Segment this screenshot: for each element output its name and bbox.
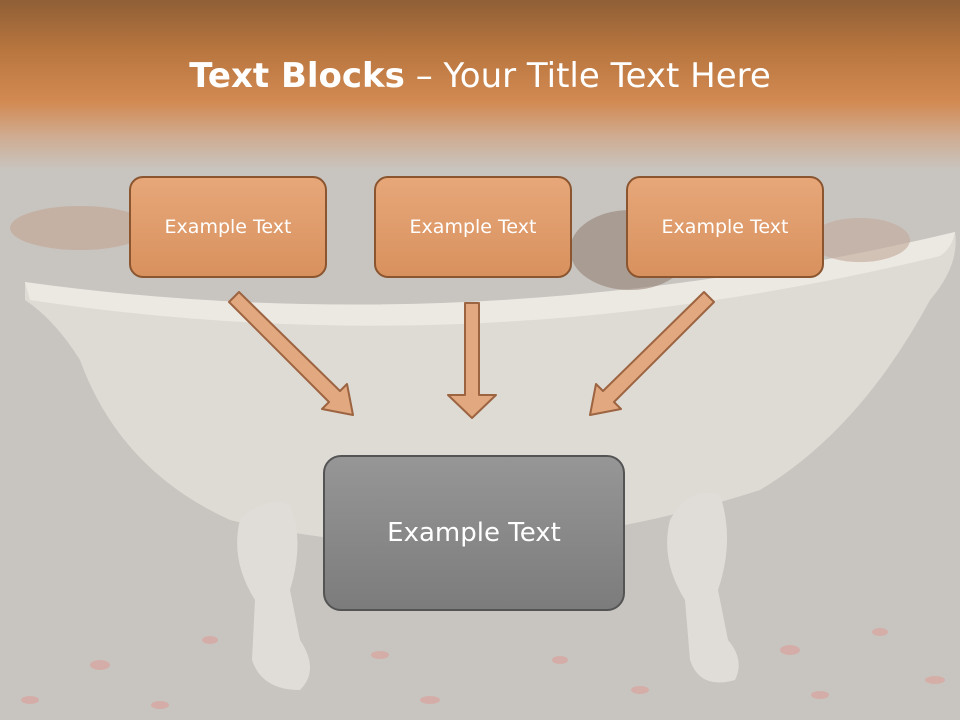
title-band xyxy=(0,0,960,170)
arrow-right-icon xyxy=(589,291,715,416)
slide-title-rest: Your Title Text Here xyxy=(443,56,771,96)
slide-title-bold: Text Blocks xyxy=(189,56,405,96)
slide-title-dash: – xyxy=(404,56,444,96)
text-block-2[interactable]: Example Text xyxy=(374,176,572,278)
text-block-3[interactable]: Example Text xyxy=(626,176,824,278)
slide-title: Text Blocks – Your Title Text Here xyxy=(0,54,960,98)
main-text-block[interactable]: Example Text xyxy=(323,455,625,611)
arrow-center-icon xyxy=(447,302,497,419)
text-block-1[interactable]: Example Text xyxy=(129,176,327,278)
arrow-left-icon xyxy=(228,291,354,416)
